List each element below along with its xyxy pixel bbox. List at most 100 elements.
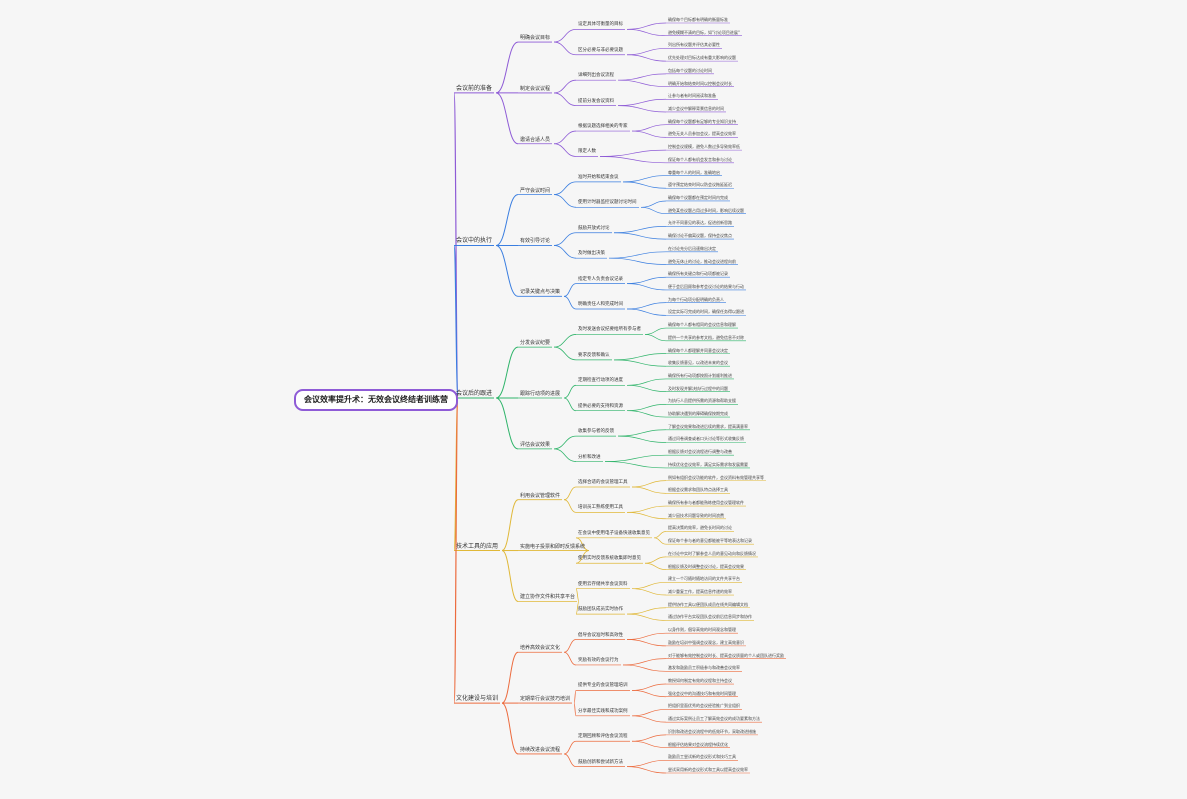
topic-node[interactable]: 分析和改进 <box>578 454 601 460</box>
topic-node[interactable]: 鼓励开放式讨论 <box>578 225 610 231</box>
topic-node[interactable]: 提供必要的支持和资源 <box>578 403 623 409</box>
topic-node[interactable]: 限定人数 <box>578 149 596 155</box>
leaf-node[interactable]: 确保每个议题都有足够的专业知识支持 <box>668 118 736 124</box>
topic-node[interactable]: 定期回顾和评估会议流程 <box>578 734 628 740</box>
topic-node[interactable]: 明确责任人和完成时间 <box>578 302 623 308</box>
leaf-node[interactable]: 了解会议效果和改进后续的需求，提高满意率 <box>668 423 748 429</box>
subtopic-node[interactable]: 记录关键点与决策 <box>520 289 561 296</box>
topic-node[interactable]: 详细列出会议流程 <box>578 73 614 79</box>
subtopic-node[interactable]: 评估会议效果 <box>520 441 551 448</box>
leaf-node[interactable]: 强化会议中的沟通技巧和有效时间管理 <box>668 690 736 696</box>
topic-node[interactable]: 使用云存储共享会议资料 <box>578 581 628 587</box>
leaf-node[interactable]: 持续优化会议效率，满足实际需求和发展需要 <box>668 461 748 467</box>
leaf-node[interactable]: 允许不同意见的表达，促进创新思路 <box>668 220 732 226</box>
subtopic-node[interactable]: 分发会议纪要 <box>520 340 551 347</box>
leaf-node[interactable]: 便于会后回顾和参考会议讨论的结果与行动 <box>668 283 744 289</box>
topic-node[interactable]: 指定专人负责会议记录 <box>578 276 623 282</box>
topic-node[interactable]: 定期检查行动项的进度 <box>578 378 623 384</box>
leaf-node[interactable]: 教授如何制定有效的议程和主持会议 <box>668 678 732 684</box>
topic-node[interactable]: 提前分发会议资料 <box>578 98 614 104</box>
leaf-node[interactable]: 避免某些议题占用过多时间，影响后续议题 <box>668 207 744 213</box>
leaf-node[interactable]: 为每个行动项分配明确的负责人 <box>668 296 724 302</box>
branch-node[interactable]: 会议中的执行 <box>456 237 493 245</box>
leaf-node[interactable]: 以身作则，倡导高效的时间观念和管理 <box>668 627 736 633</box>
subtopic-node[interactable]: 跟踪行动项的进展 <box>520 391 561 397</box>
leaf-node[interactable]: 确保所有参与者都能熟练使用会议管理软件 <box>668 500 744 506</box>
subtopic-node[interactable]: 定期举行会议技巧培训 <box>520 696 571 703</box>
topic-node[interactable]: 根据议题选择相关的专家 <box>578 124 628 130</box>
topic-node[interactable]: 要求反馈和确认 <box>578 352 610 358</box>
topic-node[interactable]: 在会议中使用电子设备快速收集意见 <box>578 530 650 536</box>
leaf-node[interactable]: 保证每个人都有机会发言和参与讨论 <box>668 156 732 162</box>
leaf-node[interactable]: 建立一个可随时随地访问的文件共享平台 <box>668 576 740 582</box>
subtopic-node[interactable]: 实施电子投票和即时反馈系统 <box>520 543 586 550</box>
leaf-node[interactable]: 激发和鼓励员工积极参与和改善会议效率 <box>668 665 740 671</box>
branch-node[interactable]: 文化建设与培训 <box>456 695 499 703</box>
leaf-node[interactable]: 对于能够有效控制会议时长、提高会议质量的个人或团队进行奖励 <box>668 652 784 658</box>
leaf-node[interactable]: 识别和改进会议流程中的低效环节，采取改进措施 <box>668 728 756 734</box>
leaf-node[interactable]: 确保每个人都理解并同意会议决定 <box>668 347 728 353</box>
leaf-node[interactable]: 协助解决遇到的障碍确保按期完成 <box>668 411 728 417</box>
leaf-node[interactable]: 避免模糊不清的目标，如"讨论项目进展" <box>668 29 740 35</box>
leaf-node[interactable]: 尊重每个人的时间，准确地启 <box>668 169 720 175</box>
leaf-node[interactable]: 通过问卷调查或者口头讨论等形式收集反馈 <box>668 436 744 442</box>
subtopic-node[interactable]: 严守会议时间 <box>520 187 551 194</box>
leaf-node[interactable]: 控制会议规模，避免人数过多导致效率低 <box>668 144 740 150</box>
topic-node[interactable]: 鼓励团队成员实时协作 <box>578 607 623 613</box>
leaf-node[interactable]: 提供协作工具以便团队成员在线共同编辑文档 <box>668 601 748 607</box>
topic-node[interactable]: 培训员工熟练使用工具 <box>578 505 623 511</box>
branch-node[interactable]: 会议前的准备 <box>456 84 493 92</box>
subtopic-node[interactable]: 建立协作文件和共享平台 <box>520 594 576 601</box>
leaf-node[interactable]: 通过实际案例让员工了解高效会议的成功要素和方法 <box>668 716 760 722</box>
leaf-node[interactable]: 例如有组织会议功能的软件，会议资料有效管理共享等 <box>668 474 764 480</box>
leaf-node[interactable]: 为执行人员提供所需的资源和帮助支援 <box>668 398 736 404</box>
leaf-node[interactable]: 减少重复工作，提高信息传递的效率 <box>668 589 732 595</box>
subtopic-node[interactable]: 持续改进会议流程 <box>520 746 561 753</box>
leaf-node[interactable]: 根据评估结果对会议流程持续优化 <box>668 741 728 747</box>
root-node[interactable]: 会议效率提升术：无效会议终结者训练营 <box>294 389 458 411</box>
leaf-node[interactable]: 让参与者有时间阅读和准备 <box>668 93 716 99</box>
leaf-node[interactable]: 包括每个议题的讨论时间 <box>668 67 712 73</box>
topic-node[interactable]: 及时发送会议纪要给所有参与者 <box>578 327 641 333</box>
topic-node[interactable]: 分享最佳实践和成功案例 <box>578 708 628 714</box>
leaf-node[interactable]: 把组织里面优秀的会议经验推广到全组织 <box>668 703 740 709</box>
topic-node[interactable]: 奖励有效的会议行为 <box>578 657 619 663</box>
subtopic-node[interactable]: 制定会议议程 <box>520 85 551 92</box>
topic-node[interactable]: 使用实时反馈系统收集即时意见 <box>578 556 641 562</box>
leaf-node[interactable]: 尝试采用新的会议形式和工具以提高会议效率 <box>668 767 748 772</box>
subtopic-node[interactable]: 邀请合适人员 <box>520 136 551 143</box>
leaf-node[interactable]: 提高决策的效率，避免长时间的讨论 <box>668 525 732 531</box>
leaf-node[interactable]: 确保每个议题都在预定时间内完成 <box>668 194 728 200</box>
leaf-node[interactable]: 在讨论充分后迅速做出决定 <box>668 245 716 251</box>
leaf-node[interactable]: 及时发现并解决执行过程中的问题 <box>668 385 728 391</box>
leaf-node[interactable]: 确保所有行动项都按照计划顺利推进 <box>668 372 732 378</box>
leaf-node[interactable]: 提供一个共享的参考文档，避免信息不对称 <box>668 334 744 340</box>
topic-node[interactable]: 倡导会议准时和高效性 <box>578 632 623 638</box>
leaf-node[interactable]: 列出所有议题并评估其必要性 <box>668 42 720 48</box>
leaf-node[interactable]: 明确开始和结束时间以控制会议时长 <box>668 80 732 86</box>
topic-node[interactable]: 鼓励创新和尝试新方法 <box>578 759 623 765</box>
topic-node[interactable]: 及时做出决策 <box>578 251 605 257</box>
leaf-node[interactable]: 避免无关人员参加会议，提高会议效率 <box>668 131 736 137</box>
leaf-node[interactable]: 根据反馈对会议流程进行调整与改善 <box>668 449 732 455</box>
leaf-node[interactable]: 收集反馈意见，以改进未来的会议 <box>668 360 728 366</box>
leaf-node[interactable]: 避免无休止的讨论，推动会议进程向前 <box>668 258 736 264</box>
subtopic-node[interactable]: 利用会议管理软件 <box>520 492 561 499</box>
leaf-node[interactable]: 鼓励在培训中强调会议观念，建立高效意识 <box>668 639 744 645</box>
topic-node[interactable]: 区分必要与非必要议题 <box>578 47 623 53</box>
leaf-node[interactable]: 减少因技术问题导致的时间浪费 <box>668 512 724 518</box>
leaf-node[interactable]: 确保所有关键点和行动项都被记录 <box>668 271 728 277</box>
leaf-node[interactable]: 通过协作平台实现团队会议前后信息同步和协作 <box>668 614 752 620</box>
topic-node[interactable]: 准时开始和结束会议 <box>578 174 619 180</box>
branch-node[interactable]: 会议后的跟进 <box>456 390 493 397</box>
leaf-node[interactable]: 确保每个人都有相同的会议信息和理解 <box>668 322 736 328</box>
branch-node[interactable]: 技术工具的应用 <box>456 542 499 550</box>
leaf-node[interactable]: 设定实际可完成的时间，确保任务得以跟进 <box>668 309 744 315</box>
leaf-node[interactable]: 优先处理对目标达成有重大影响的议题 <box>668 55 736 61</box>
leaf-node[interactable]: 确保讨论不偏离议题，保持会议焦点 <box>668 233 732 239</box>
subtopic-node[interactable]: 明确会议目标 <box>520 35 551 42</box>
subtopic-node[interactable]: 有效引导讨论 <box>520 238 551 245</box>
leaf-node[interactable]: 根据会议需求和团队特点选择工具 <box>668 487 728 493</box>
topic-node[interactable]: 提供专业的会议管理培训 <box>578 683 628 689</box>
topic-node[interactable]: 设定具体可衡量的目标 <box>578 22 623 28</box>
